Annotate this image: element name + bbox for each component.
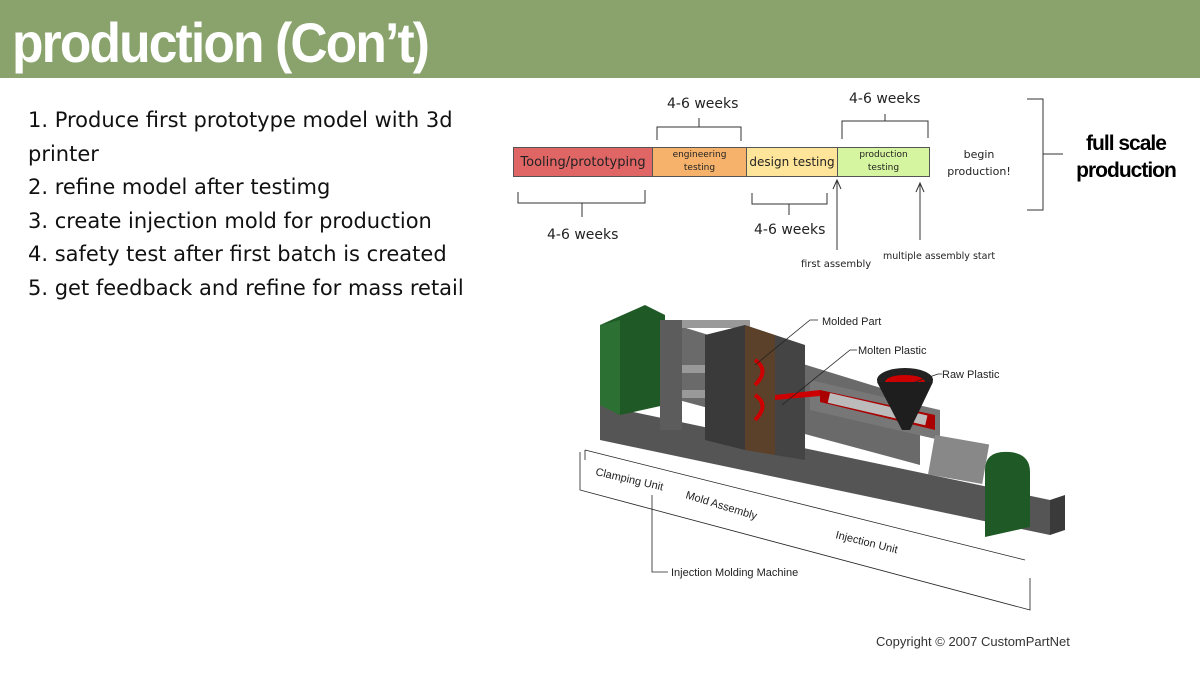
timeline-segment-tooling: Tooling/prototyping	[513, 147, 653, 177]
clamp-motor	[600, 305, 665, 415]
duration-label: 4-6 weeks	[754, 222, 826, 238]
begin-production-label: begin production!	[947, 148, 1011, 178]
duration-label: 4-6 weeks	[547, 227, 619, 243]
copyright-text: Copyright © 2007 CustomPartNet	[876, 634, 1070, 649]
step-item: 2. refine model after testimg	[28, 175, 331, 199]
step-item: 1. Produce first prototype model with 3d…	[28, 108, 453, 166]
label-molten-plastic: Molten Plastic	[858, 345, 927, 357]
marker-label: multiple assembly start	[883, 251, 996, 262]
label-injection-unit: Injection Unit	[834, 529, 899, 556]
label-machine: Injection Molding Machine	[671, 567, 798, 579]
step-item: 3. create injection mold for production	[28, 208, 432, 233]
bracket-tooling	[517, 190, 646, 217]
hopper	[877, 368, 933, 430]
arrow-multiple-assembly	[915, 181, 925, 240]
segment-label: production testing	[859, 150, 908, 173]
label-molded-part: Molded Part	[822, 316, 881, 328]
timeline-segment-production: production testing	[837, 147, 930, 177]
mold-assembly	[705, 325, 805, 460]
steps-list: 1. Produce first prototype model with 3d…	[28, 104, 498, 305]
label-mold-assembly: Mold Assembly	[684, 489, 759, 522]
leader-lines	[579, 319, 1031, 611]
platen	[660, 320, 682, 430]
step-item: 4. safety test after first batch is crea…	[28, 242, 447, 266]
timeline-brackets	[517, 98, 1063, 250]
label-clamping-unit: Clamping Unit	[594, 466, 664, 493]
injection-molding-diagram: Molded Part Molten Plastic Raw Plastic C…	[579, 305, 1065, 611]
bracket-full-scale	[1027, 98, 1063, 211]
bracket-engineering	[656, 118, 742, 141]
marker-label: first assembly	[801, 259, 872, 270]
injection-motor	[985, 451, 1030, 537]
bracket-production	[841, 114, 929, 139]
timeline-segment-design: design testing	[746, 147, 838, 177]
step-item: 5. get feedback and refine for mass reta…	[28, 275, 464, 300]
timeline-segment-engineering: engineering testing	[652, 147, 747, 177]
duration-label: 4-6 weeks	[667, 96, 739, 112]
duration-label: 4-6 weeks	[849, 91, 921, 107]
title-bar	[0, 0, 1200, 78]
screw-drive	[928, 435, 990, 484]
label-raw-plastic: Raw Plastic	[942, 369, 1000, 381]
arrow-first-assembly	[832, 178, 842, 250]
bracket-design	[751, 193, 828, 215]
full-scale-label: full scale production	[1076, 132, 1177, 182]
segment-label: engineering testing	[672, 150, 727, 173]
slide-title: production (Con’t)	[12, 11, 430, 74]
